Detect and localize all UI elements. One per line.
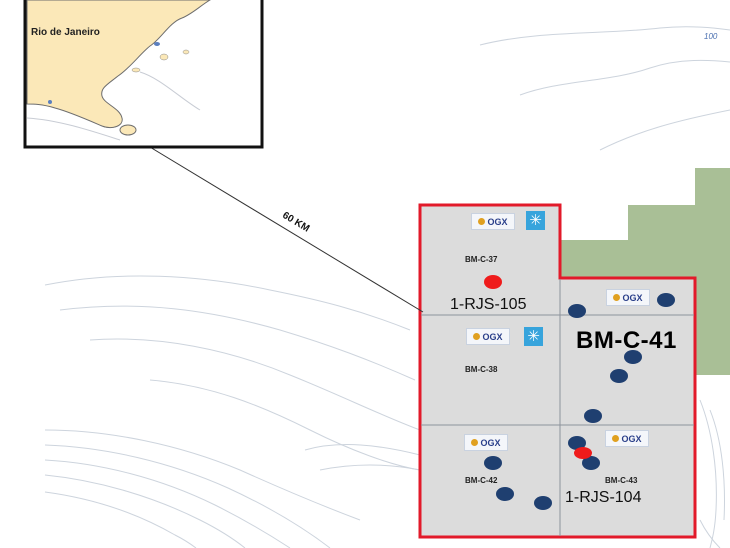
partner-logo-text: OGX xyxy=(482,331,503,342)
block-label-bm-c-37: BM-C-37 xyxy=(465,255,498,264)
sun-icon xyxy=(612,435,620,442)
discovery-marker-1-rjs-104[interactable] xyxy=(574,447,592,459)
well-label-1-rjs-105: 1-RJS-105 xyxy=(450,296,527,313)
prospect-marker[interactable] xyxy=(568,304,586,318)
partner-logo: OGX xyxy=(605,430,649,447)
discovery-marker-1-rjs-105[interactable] xyxy=(484,275,502,289)
inset-map[interactable] xyxy=(23,0,264,149)
sun-icon xyxy=(473,333,481,340)
sun-icon xyxy=(613,294,621,301)
main-block-label: BM-C-41 xyxy=(576,327,677,354)
block-label-bm-c-38: BM-C-38 xyxy=(465,365,498,374)
prospect-marker[interactable] xyxy=(534,496,552,510)
prospect-marker[interactable] xyxy=(610,369,628,383)
sun-icon xyxy=(478,218,486,225)
block-boundaries xyxy=(421,279,694,536)
partner-logo-text: OGX xyxy=(480,437,501,448)
inset-land xyxy=(26,0,211,129)
prospect-marker[interactable] xyxy=(568,436,586,450)
partner-logo: OGX xyxy=(606,289,650,306)
inset-island xyxy=(119,124,137,136)
star-badge-icon: ✳ xyxy=(524,327,543,346)
inset-city-label: Rio de Janeiro xyxy=(31,27,100,38)
depth-contour-label: 100 xyxy=(704,32,718,41)
prospect-marker[interactable] xyxy=(584,409,602,423)
partner-logo-text: OGX xyxy=(622,292,643,303)
well-label-1-rjs-104: 1-RJS-104 xyxy=(565,489,642,506)
distance-line xyxy=(134,137,424,313)
prospect-markers xyxy=(484,293,675,510)
contour-lines xyxy=(44,26,730,548)
prospect-marker[interactable] xyxy=(582,456,600,470)
partner-logo-text: OGX xyxy=(487,216,508,227)
partner-logo: OGX xyxy=(464,434,508,451)
prospect-marker[interactable] xyxy=(484,456,502,470)
partner-logo: OGX xyxy=(471,213,515,230)
partner-logo: OGX xyxy=(466,328,510,345)
block-label-bm-c-43: BM-C-43 xyxy=(605,476,638,485)
adjacent-license-block[interactable] xyxy=(560,168,730,375)
prospect-marker[interactable] xyxy=(657,293,675,307)
prospect-marker[interactable] xyxy=(496,487,514,501)
star-badge-icon: ✳ xyxy=(526,211,545,230)
partner-logo-text: OGX xyxy=(621,433,642,444)
prospect-marker[interactable] xyxy=(624,350,642,364)
block-label-bm-c-42: BM-C-42 xyxy=(465,476,498,485)
sun-icon xyxy=(471,439,479,446)
